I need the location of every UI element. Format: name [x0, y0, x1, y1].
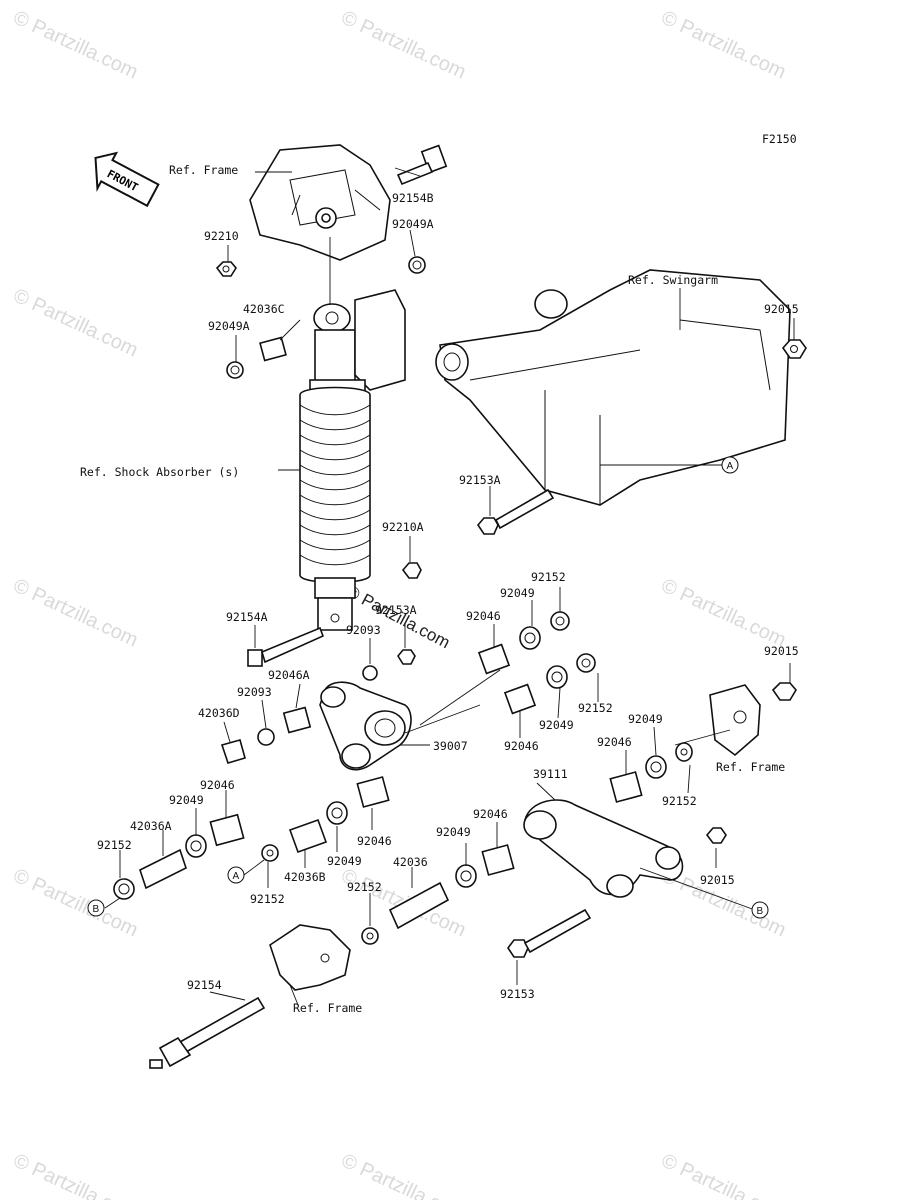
frame-bracket-right: [709, 682, 797, 757]
tie-rod-39111: [523, 799, 684, 898]
label-92210: 92210: [204, 229, 239, 243]
label-92152-lo: 92152: [347, 880, 382, 894]
label-42036A: 42036A: [130, 819, 172, 833]
label-92210A: 92210A: [382, 520, 424, 534]
label-92154: 92154: [187, 978, 222, 992]
callout-b-text: B: [93, 904, 100, 915]
label-92152-l: 92152: [97, 838, 132, 852]
bearing-group-lower: [361, 844, 515, 945]
collar-92049A-left: [226, 361, 244, 379]
bolt-92154B: [396, 144, 448, 186]
label-92049-lo: 92049: [436, 825, 471, 839]
label-ref-swingarm: Ref. Swingarm: [628, 273, 718, 287]
label-92046-l: 92046: [200, 778, 235, 792]
nut-92015-lower: [705, 827, 727, 844]
label-ref-frame-r: Ref. Frame: [716, 760, 785, 774]
watermark-13: © Partzilla.com: [658, 1150, 789, 1200]
label-92153A: 92153A: [459, 473, 501, 487]
watermark-center: © Partzilla.com: [343, 582, 453, 653]
collar-42036C: [259, 336, 287, 362]
watermark-2: © Partzilla.com: [338, 7, 469, 84]
label-92049-l: 92049: [169, 793, 204, 807]
label-92049A-top: 92049A: [392, 217, 434, 231]
label-92153: 92153: [500, 987, 535, 1001]
label-92049A-left: 92049A: [208, 319, 250, 333]
labels: Ref. Frame 92154B 92210 92049A 42036C 92…: [80, 163, 799, 1015]
washer-92153A-b: [397, 649, 416, 665]
frame-bracket-top: [249, 144, 391, 261]
nut-92015-top: [781, 339, 807, 359]
label-42036D: 42036D: [198, 706, 240, 720]
watermark-1: © Partzilla.com: [10, 7, 141, 84]
label-ref-frame-lower: Ref. Frame: [293, 1001, 362, 1015]
frame-bracket-lower: [269, 924, 351, 991]
rocker-arm-39007: [319, 681, 412, 771]
label-39111: 39111: [533, 767, 568, 781]
watermark-4: © Partzilla.com: [10, 285, 141, 362]
callout-a-text-2: A: [233, 871, 240, 882]
bearing-group-left: [113, 706, 312, 900]
label-92049-c: 92049: [327, 854, 362, 868]
watermark-6: © Partzilla.com: [10, 575, 141, 652]
label-92015-top: 92015: [764, 302, 799, 316]
label-92154B: 92154B: [392, 191, 434, 205]
label-92153A-b: 92153A: [375, 603, 417, 617]
label-92015-lo: 92015: [700, 873, 735, 887]
bearing-group-center: [261, 776, 390, 862]
label-92152-r: 92152: [578, 701, 613, 715]
callout-a-text: A: [727, 461, 734, 472]
label-92154A: 92154A: [226, 610, 268, 624]
label-42036: 42036: [393, 855, 428, 869]
bearing-group-top: [477, 611, 596, 715]
bolt-92153: [507, 908, 592, 958]
label-92049-mr: 92049: [628, 712, 663, 726]
front-arrow-icon: FRONT: [94, 151, 160, 208]
label-92093-b: 92093: [237, 685, 272, 699]
leader-lines: [104, 167, 795, 1006]
label-ref-shock: Ref. Shock Absorber (s): [80, 465, 239, 479]
watermark-12: © Partzilla.com: [338, 1150, 469, 1200]
bolt-92154: [149, 996, 266, 1069]
label-92049-r: 92049: [539, 718, 574, 732]
label-92049-top: 92049: [500, 586, 535, 600]
callout-b-right: B: [751, 901, 769, 919]
watermark-11: © Partzilla.com: [10, 1150, 141, 1200]
label-42036C: 42036C: [243, 302, 285, 316]
callout-a-swingarm: A: [721, 456, 739, 474]
label-92046-mr: 92046: [597, 735, 632, 749]
seal-92093-a: [362, 665, 378, 681]
label-39007: 39007: [433, 739, 468, 753]
callout-b-left: B: [87, 899, 105, 917]
watermark-8: © Partzilla.com: [10, 865, 141, 942]
label-92046A: 92046A: [268, 668, 310, 682]
figure-code: F2150: [762, 132, 797, 146]
label-92093-a: 92093: [346, 623, 381, 637]
callout-a-lower: A: [227, 866, 245, 884]
watermark-7: © Partzilla.com: [658, 575, 789, 652]
label-92152-c: 92152: [250, 892, 285, 906]
shock-absorber: [299, 289, 406, 631]
collar-92049A-top: [408, 256, 426, 274]
bearing-group-right: [609, 742, 693, 803]
label-92046-lo: 92046: [473, 807, 508, 821]
label-42036B: 42036B: [284, 870, 326, 884]
nut-92210: [215, 261, 237, 277]
bolt-92154A: [247, 626, 325, 667]
callout-b-text-2: B: [757, 906, 764, 917]
label-ref-frame-top: Ref. Frame: [169, 163, 238, 177]
label-92046-r: 92046: [504, 739, 539, 753]
watermark-3: © Partzilla.com: [658, 7, 789, 84]
label-92152-mr: 92152: [662, 794, 697, 808]
bolt-92153A: [476, 488, 555, 535]
label-92152-top: 92152: [531, 570, 566, 584]
swingarm: [435, 269, 791, 506]
nut-92210A: [401, 562, 422, 579]
label-92015-r: 92015: [764, 644, 799, 658]
label-92046-c: 92046: [357, 834, 392, 848]
label-92046-top: 92046: [466, 609, 501, 623]
